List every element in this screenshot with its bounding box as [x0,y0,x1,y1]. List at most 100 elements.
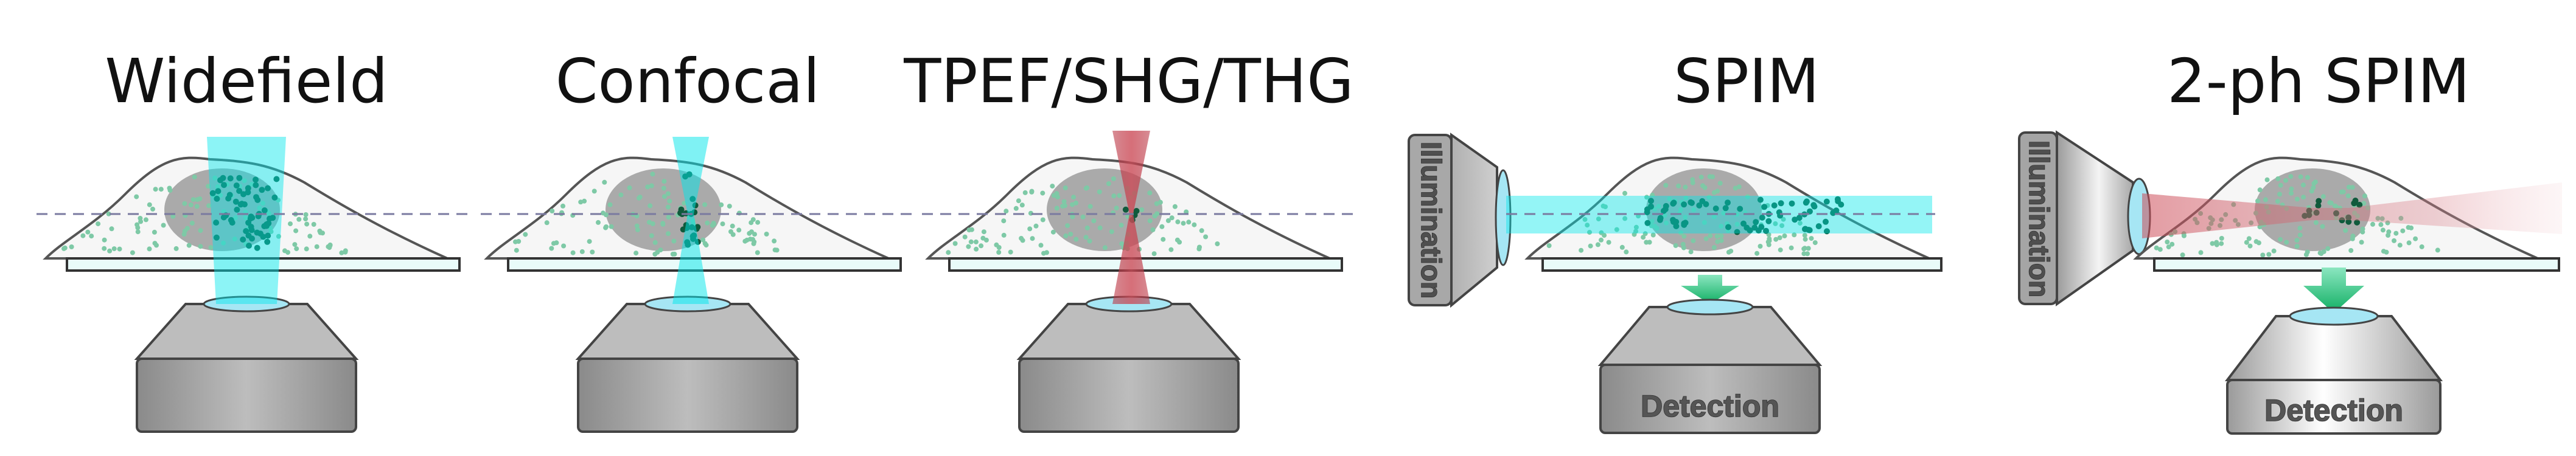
fluor-dot [1008,249,1013,255]
fluor-dot [2346,184,2351,190]
fluor-dot [194,204,200,209]
excited-dot [233,182,240,189]
fluor-dot [751,241,756,246]
fluor-dot [2360,226,2365,232]
fluor-dot [102,237,107,243]
fluor-dot [2219,236,2224,241]
fluor-dot [2348,248,2354,253]
excited-dot [2356,201,2363,208]
fluor-dot [1073,200,1078,206]
excited-dot [1663,202,1669,209]
excited-dot [1807,208,1813,215]
fluor-dot [134,194,139,199]
fluor-dot [666,231,671,237]
excited-dot [1740,220,1747,227]
excited-dot [1670,200,1677,207]
excited-dot [254,244,260,251]
fluor-dot [2328,201,2334,206]
fluor-dot [1757,244,1763,249]
fluor-dot [596,219,601,225]
fluor-dot [80,233,86,238]
fluor-dot [318,230,323,235]
fluor-dot [1801,251,1807,257]
excited-dot [1823,198,1830,205]
cell-dots [1546,174,1845,257]
fluor-dot [516,239,522,244]
excited-dot [248,224,254,230]
objective-cone [1597,306,1823,366]
excited-dot [213,219,220,226]
objective-lens-icon [575,295,800,433]
fluor-dot [1097,189,1102,195]
fluor-dot [1033,223,1039,229]
fluor-dot [62,245,68,250]
fluor-dot [1172,204,1178,209]
objective-body [1018,358,1240,433]
fluor-dot [1624,249,1629,255]
excited-dot [1644,209,1650,216]
illumination-cone [1450,133,1498,308]
fluor-dot [276,233,281,239]
fluor-dot [2300,182,2306,188]
fluor-dot [1073,237,1079,242]
fluor-dot [1767,236,1772,241]
detection-arrow [2303,268,2364,313]
fluor-dot [2198,250,2204,255]
excited-dot [267,215,273,222]
excited-dot [1761,204,1768,210]
fluor-dot [1595,242,1600,247]
fluor-dot [1734,221,1740,227]
excited-dot [1737,206,1744,212]
fluor-dot [167,188,173,193]
fluor-dot [1602,233,1607,238]
fluor-dot [1063,185,1068,190]
excited-dot [2351,200,2358,207]
excited-dot [1734,229,1740,235]
excited-dot [1682,219,1689,226]
fluor-dot [514,247,519,253]
fluor-dot [195,197,200,202]
fluor-dot [1805,251,1810,257]
excited-dot [1802,226,1808,232]
panel-confocal [481,137,913,433]
fluor-dot [2214,240,2219,245]
fluor-dot [304,221,310,227]
fluor-dot [1663,182,1669,188]
fluor-dot [2294,244,2300,249]
fluor-dot [749,220,754,226]
fluor-dot [609,224,614,229]
fluor-dot [646,219,652,225]
fluor-dot [720,221,725,227]
fluor-dot [772,247,778,253]
fluor-dot [1169,215,1175,221]
fluor-dot [1717,181,1723,186]
excited-dot [214,195,220,202]
fluor-dot [1641,235,1646,240]
fluor-dot [1633,224,1639,230]
fluor-dot [966,227,972,233]
fluor-dot [981,229,986,235]
fluor-dot [2350,236,2355,241]
fluor-dot [1773,221,1778,226]
fluor-dot [1733,185,1738,191]
fluor-dot [550,209,555,213]
fluor-dot [2397,243,2403,248]
excited-dot [245,189,251,196]
excited-dot [1648,198,1654,204]
fluor-dot [303,212,309,217]
detection-label: Detection [2264,393,2403,427]
fluor-dot [1062,203,1067,209]
fluor-dot [1038,243,1044,248]
fluor-dot [1019,236,1024,241]
excited-dot [234,206,240,213]
fluor-dot [747,230,752,236]
excited-dot [1763,227,1769,234]
fluor-dot [1599,237,1604,243]
illumination-label: Illumination [1415,142,1447,299]
fluor-dot [1644,195,1649,200]
fluor-dot [661,194,667,199]
fluor-dot [661,185,666,191]
fluor-dot [2246,236,2252,241]
excited-dot [249,235,255,242]
fluor-dot [2298,174,2303,179]
